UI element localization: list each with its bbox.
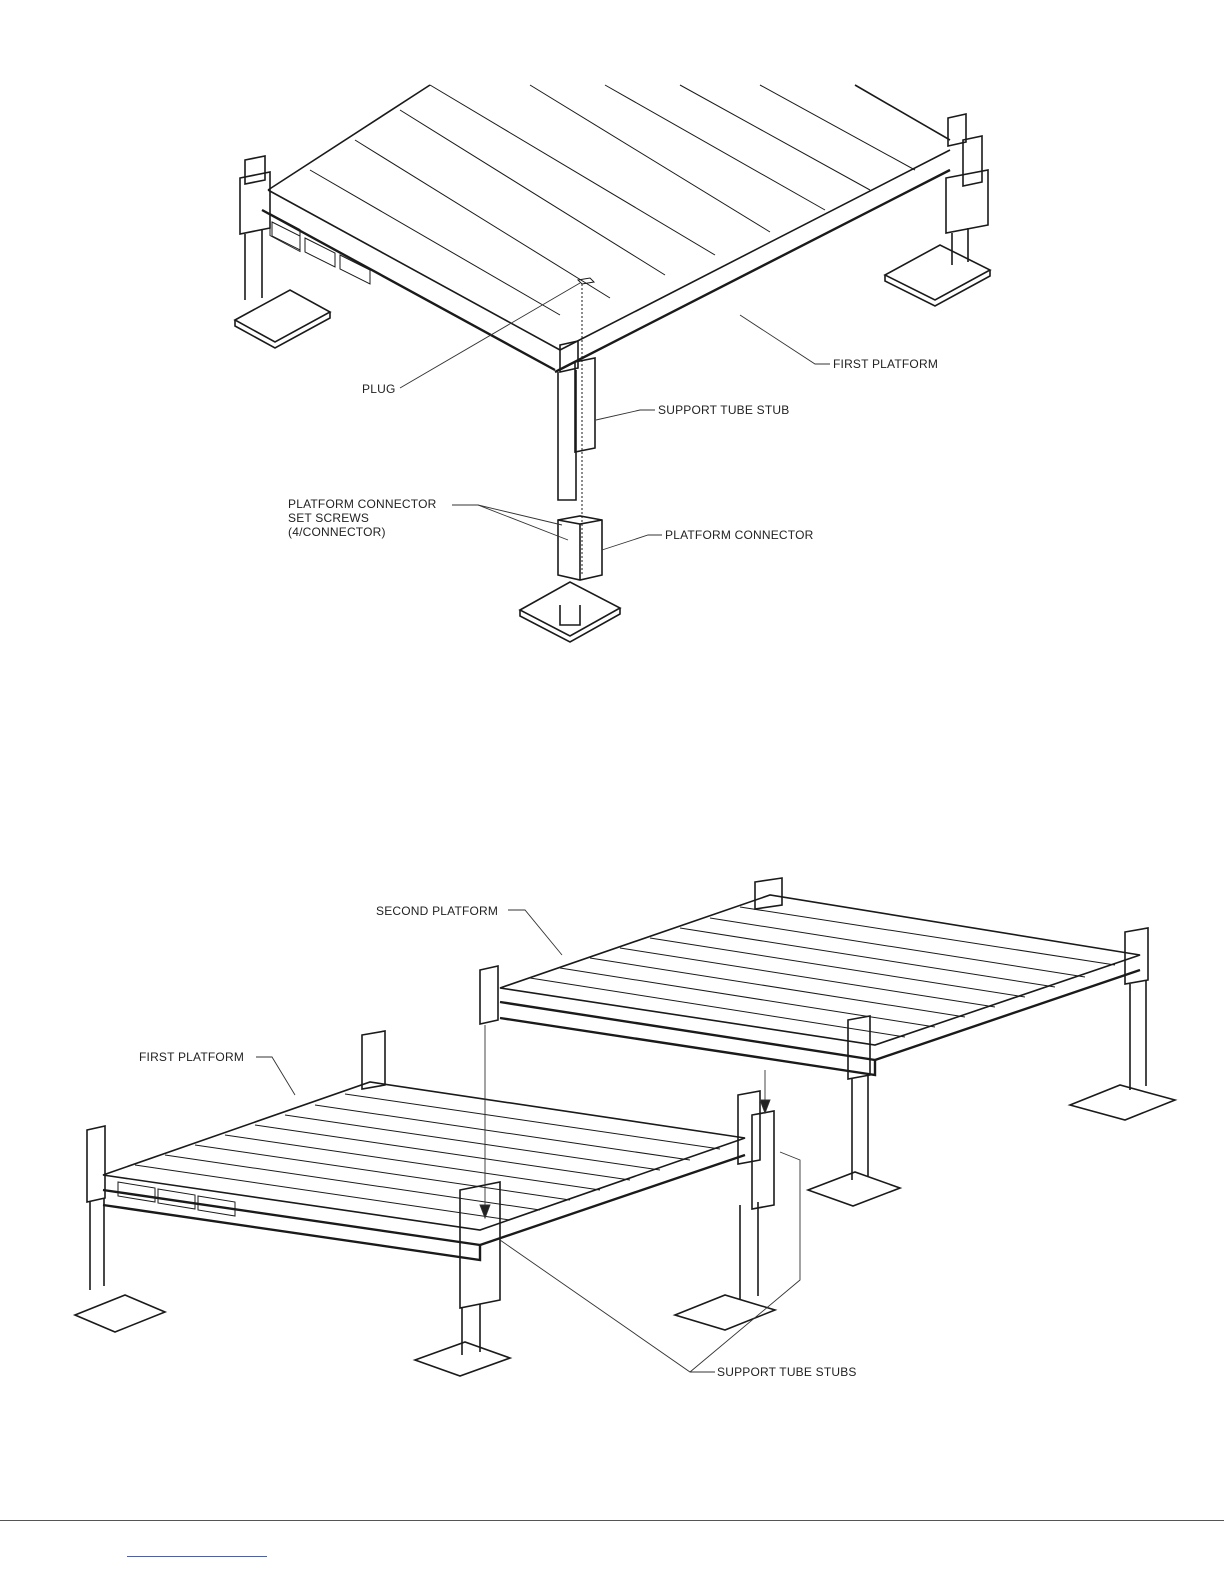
first-platform-deck: [262, 85, 950, 372]
first-platform-boards: [135, 1094, 720, 1220]
platform-connector-drawing: [0, 0, 1224, 680]
label-set-screws-line2: SET SCREWS: [288, 512, 369, 525]
figure-platform-connector-detail: FIRST PLATFORM PLUG SUPPORT TUBE STUB PL…: [0, 0, 1224, 680]
footer-link-underline[interactable]: [127, 1556, 267, 1557]
platform-connector: [558, 516, 602, 580]
label-support-tube-stubs: SUPPORT TUBE STUBS: [717, 1366, 857, 1379]
left-post: [235, 156, 330, 348]
two-platforms-drawing: [0, 860, 1224, 1400]
second-platform-boards: [530, 907, 1115, 1037]
leader-lines: [256, 910, 800, 1372]
front-post: [558, 341, 595, 500]
front-foot-plate: [520, 582, 620, 642]
second-platform-posts: [480, 878, 1175, 1206]
label-set-screws-line3: (4/CONNECTOR): [288, 526, 386, 539]
footer-divider: [0, 1520, 1224, 1521]
first-platform-posts: [75, 1031, 775, 1376]
label-second-platform: SECOND PLATFORM: [376, 905, 498, 918]
first-platform: [103, 1082, 745, 1260]
deck-boards: [310, 85, 915, 315]
label-first-platform: FIRST PLATFORM: [833, 358, 938, 371]
label-set-screws-line1: PLATFORM CONNECTOR: [288, 498, 437, 511]
label-first-platform-2: FIRST PLATFORM: [139, 1051, 244, 1064]
figure-two-platforms: SECOND PLATFORM FIRST PLATFORM SUPPORT T…: [0, 860, 1224, 1400]
label-plug: PLUG: [362, 383, 395, 396]
label-support-tube-stub: SUPPORT TUBE STUB: [658, 404, 789, 417]
fascia-panels: [270, 214, 300, 252]
drop-arrows: [480, 1025, 770, 1218]
right-post: [885, 114, 990, 306]
label-platform-connector: PLATFORM CONNECTOR: [665, 529, 814, 542]
